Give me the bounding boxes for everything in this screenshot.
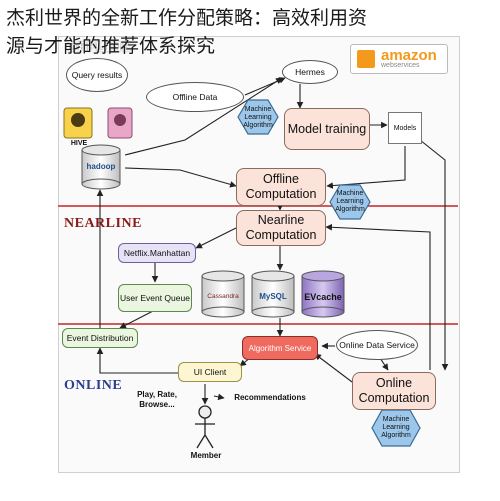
query-results-node: Query results [66,58,128,92]
arrow-hadoop-to-hermes [124,77,283,156]
page-headline: 杰利世界的全新工作分配策略：高效利用资 源与才能的推荐体系探究 [6,4,496,60]
arrow-nearline-to-manhattan [195,227,237,249]
ml-offline-label: Machine Learning Algorithm [243,106,273,129]
hive-icon [63,107,93,139]
arrow-online-computation-to-algorithm [314,353,353,383]
arrow-models-to-online-computation [419,139,449,371]
pig-icon [107,107,133,139]
netflix-manhattan-node: Netflix.Manhattan [118,243,196,263]
online-computation-node: Online Computation [352,372,436,410]
offline-data-node: Offline Data [146,82,244,112]
model-training-node: Model training [284,108,370,150]
hadoop-label: hadoop [86,162,116,171]
nearline-divider [58,205,458,207]
models-document: Models [388,112,422,144]
hermes-node: Hermes [282,60,338,84]
online-divider [58,323,458,325]
offline-computation-node: Offline Computation [236,168,326,206]
hadoop-db-icon [81,144,121,190]
ml-nearline-hex [329,184,371,220]
headline-line-2: 源与才能的推荐体系探究 [6,35,216,57]
arrow-online-computation-to-nearline [325,223,431,370]
nearline-computation-node: Nearline Computation [236,210,326,246]
arrow-ui-to-event-distribution [96,347,178,374]
aws-subtitle: webservices [381,62,420,69]
play-rate-browse-label: Play, Rate, Browse... [137,390,177,409]
member-label: Member [190,451,222,460]
evcache-label: EVcache [304,292,342,302]
ml-offline-hex [237,99,279,135]
evcache-db-icon [301,270,345,318]
hive-label: HIVE [70,140,88,147]
ml-online-label: Machine Learning Algorithm [381,416,411,439]
online-data-service-node: Online Data Service [336,330,418,360]
algorithm-service-node: Algorithm Service [242,336,318,360]
arrow-online-data-to-online-computation [379,357,389,371]
member-figure-icon [195,405,215,449]
mysql-label: MySQL [259,292,287,301]
mysql-db-icon [251,270,295,318]
user-event-queue-node: User Event Queue [118,284,192,312]
event-distribution-node: Event Distribution [62,328,138,348]
online-label: ONLINE [64,378,123,393]
arrow-hadoop-to-offline-computation [124,167,237,188]
ui-client-node: UI Client [178,362,242,382]
ml-online-hex [371,409,421,447]
cassandra-db-icon [201,270,245,318]
amazon-web-services-logo: amazon webservices [350,44,448,74]
cassandra-label: Cassandra [207,293,239,300]
aws-cube-icon [357,50,375,68]
arrow-models-to-offline-computation [326,146,406,189]
ml-nearline-label: Machine Learning Algorithm [335,190,365,213]
arrow-queue-to-event-distribution [119,309,156,329]
nearline-label: NEARLINE [64,216,142,231]
offline-label: OFFLINE [66,40,132,55]
recommendations-label: Recommendations [234,393,306,402]
arrow-to-recommendations [213,393,225,401]
headline-line-1: 杰利世界的全新工作分配策略：高效利用资 [6,7,368,29]
aws-name: amazon [381,47,437,64]
